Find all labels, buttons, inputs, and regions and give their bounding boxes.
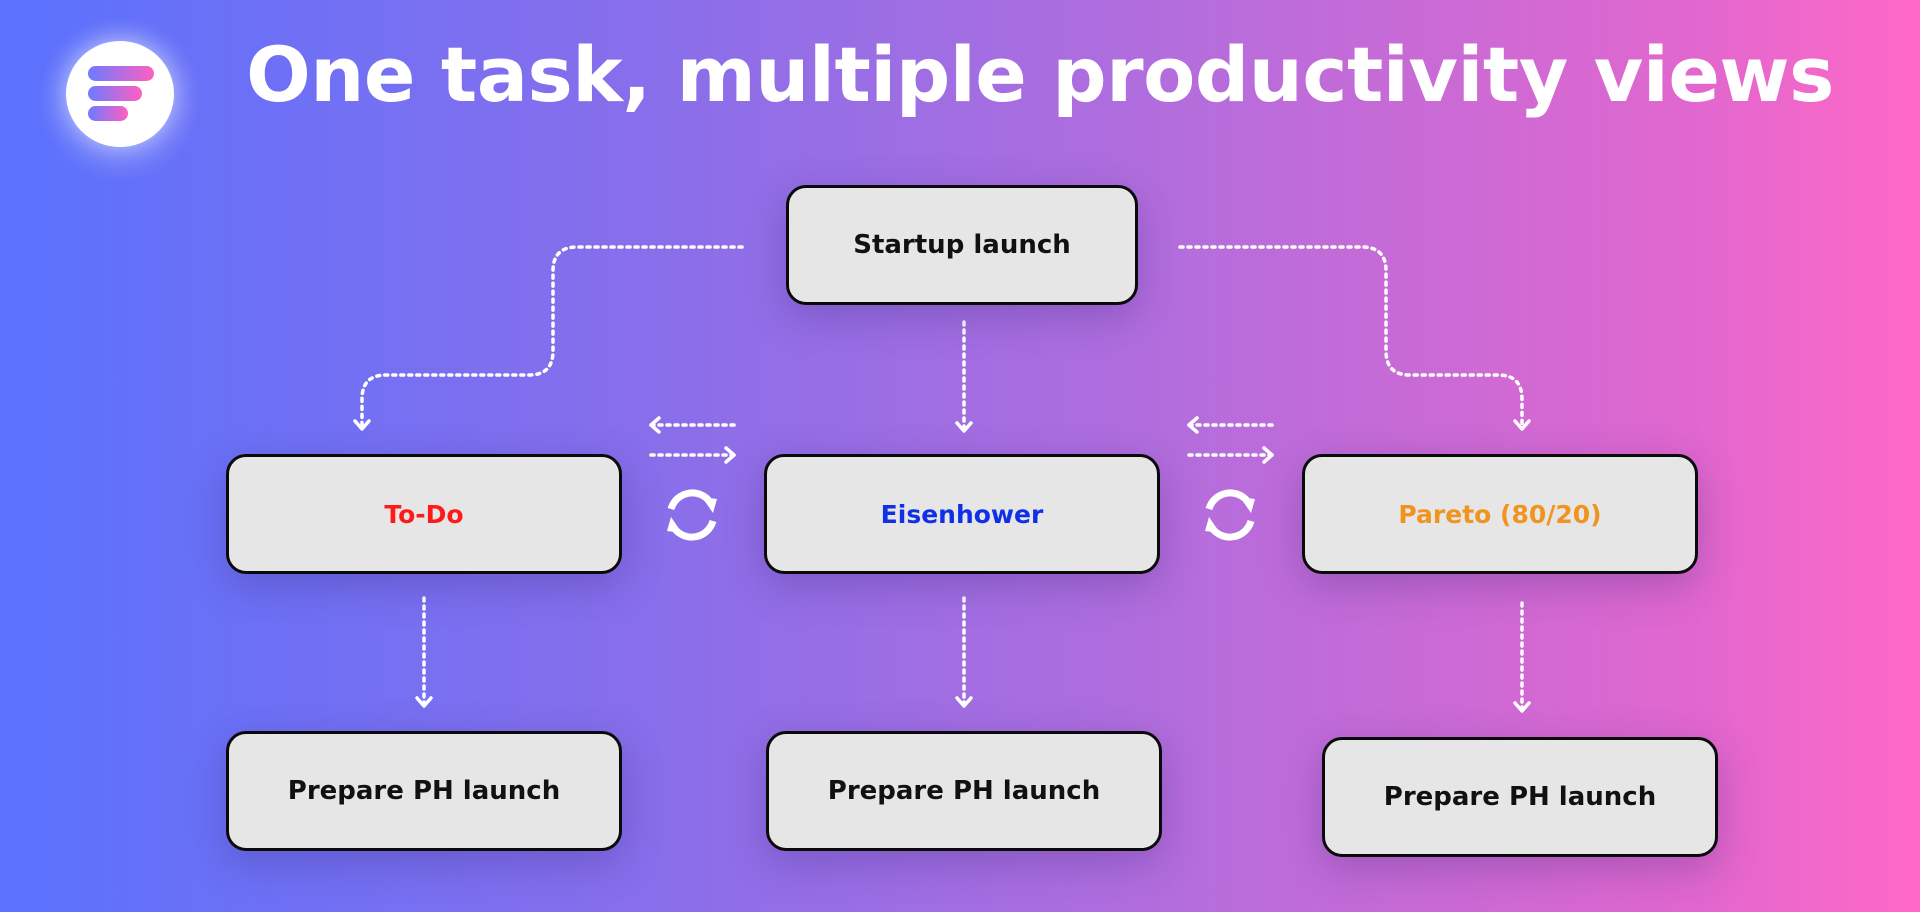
view-label-pareto: Pareto (80/20) — [1398, 499, 1602, 529]
connector-root-todo — [360, 245, 744, 428]
arrowhead-left-2 — [1187, 416, 1199, 434]
sync-icon — [1197, 482, 1263, 552]
task-label-pareto: Prepare PH launch — [1383, 782, 1657, 812]
task-node-pareto[interactable]: Prepare PH launch — [1322, 737, 1718, 857]
page-title: One task, multiple productivity views — [246, 30, 1834, 119]
arrowhead-right-1 — [724, 446, 736, 464]
task-label-todo: Prepare PH launch — [287, 776, 561, 806]
arrowhead-todo-task — [415, 696, 433, 708]
app-logo-icon — [88, 66, 154, 121]
view-label-eisenhower: Eisenhower — [880, 499, 1044, 529]
view-node-todo[interactable]: To-Do — [226, 454, 622, 574]
arrowhead-left-1 — [649, 416, 661, 434]
arrowhead-pareto-task — [1513, 701, 1531, 713]
root-task-label: Startup launch — [853, 230, 1071, 260]
connector-root-pareto — [1178, 245, 1524, 428]
app-logo — [66, 41, 174, 147]
arrowhead-right-2 — [1262, 446, 1274, 464]
view-node-eisenhower[interactable]: Eisenhower — [764, 454, 1160, 574]
view-label-todo: To-Do — [384, 499, 464, 529]
view-node-pareto[interactable]: Pareto (80/20) — [1302, 454, 1698, 574]
arrowhead-eisenhower-task — [955, 696, 973, 708]
task-label-eisenhower: Prepare PH launch — [827, 776, 1101, 806]
arrowhead-eisenhower — [955, 421, 973, 433]
task-node-eisenhower[interactable]: Prepare PH launch — [766, 731, 1162, 851]
root-task-node[interactable]: Startup launch — [786, 185, 1138, 305]
arrowhead-todo — [353, 419, 371, 431]
task-node-todo[interactable]: Prepare PH launch — [226, 731, 622, 851]
sync-icon — [659, 482, 725, 552]
arrowhead-pareto — [1513, 419, 1531, 431]
